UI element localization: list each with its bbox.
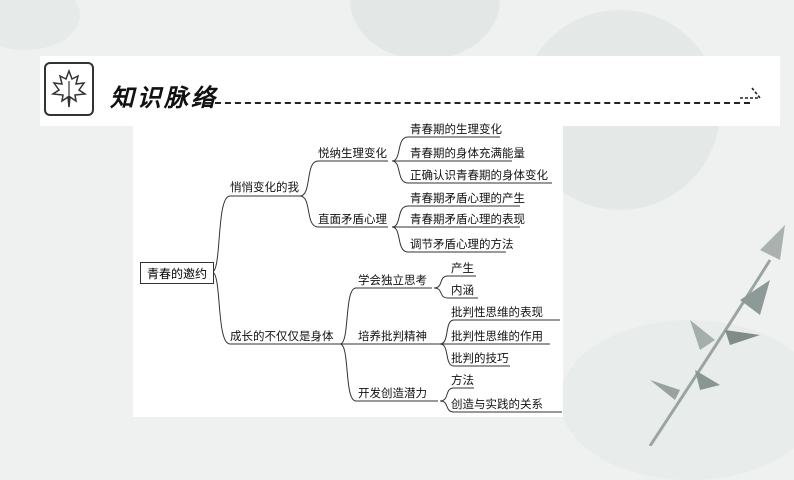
subbranch-2-1-label: 学会独立思考 (358, 273, 427, 287)
leaf-1-1-2: 青春期的身体充满能量 (410, 146, 525, 160)
leaf-2-3-1: 方法 (451, 373, 474, 387)
title-divider (195, 102, 750, 104)
branch-1-label: 悄悄变化的我 (230, 180, 299, 194)
leaf-1-2-2: 青春期矛盾心理的表现 (410, 212, 525, 226)
subbranch-2-3-label: 开发创造潜力 (358, 386, 427, 400)
leaf-1-1-1: 青春期的生理变化 (410, 122, 502, 136)
subbranch-1-2-label: 直面矛盾心理 (318, 212, 387, 226)
page-title: 知识脉络 (110, 84, 218, 112)
section-header (40, 56, 780, 126)
subbranch-1-1-label: 悦纳生理变化 (318, 146, 387, 160)
leaf-2-1-1: 产生 (451, 261, 474, 275)
leaf-1-1-3: 正确认识青春期的身体变化 (410, 168, 548, 182)
maple-leaf-icon (44, 62, 94, 116)
leaf-2-1-2: 内涵 (451, 283, 474, 297)
mindmap-root: 青春的邀约 (140, 262, 214, 284)
subbranch-2-2-label: 培养批判精神 (358, 329, 427, 343)
leaf-2-2-2: 批判性思维的作用 (451, 329, 543, 343)
bamboo-decoration (648, 225, 785, 446)
leaf-1-2-1: 青春期矛盾心理的产生 (410, 191, 525, 205)
leaf-1-2-3: 调节矛盾心理的方法 (410, 237, 514, 251)
mindmap-connectors (211, 136, 562, 413)
leaf-2-2-3: 批判的技巧 (451, 351, 509, 365)
arrow-right-icon (740, 87, 762, 99)
branch-2-label: 成长的不仅仅是身体 (230, 329, 334, 343)
leaf-2-3-2: 创造与实践的关系 (451, 397, 543, 411)
leaf-2-2-1: 批判性思维的表现 (451, 305, 543, 319)
